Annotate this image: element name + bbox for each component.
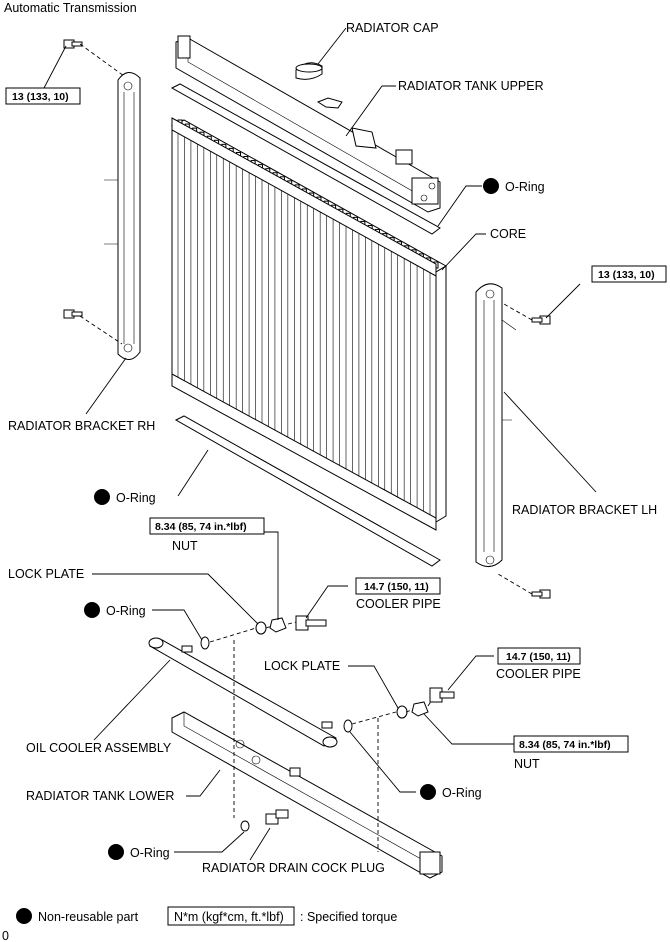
oil-cooler-assembly: [148, 637, 338, 748]
leader-cooler-pipe-right: [447, 655, 494, 691]
bracket-rh-bolt-dashes: [79, 43, 125, 345]
radiator-tank-upper: [175, 35, 441, 213]
figure-id: 0: [2, 929, 9, 942]
non-reusable-icon: [483, 178, 499, 194]
leader-o-ring-upper: [437, 185, 482, 227]
leader-core: [441, 233, 486, 271]
leader-o-ring-right: [349, 731, 416, 793]
radiator-bracket-rh: [104, 72, 141, 360]
diagram-title: Automatic Transmission: [4, 1, 137, 15]
torque-box-cooler-pipe-left: [355, 577, 441, 595]
torque-cooler-pipe-right: 14.7 (150, 11): [506, 651, 571, 663]
leader-radiator-bracket-rh: [85, 357, 127, 415]
o-ring-right-part: [343, 719, 353, 733]
leader-radiator-bracket-lh: [503, 391, 597, 493]
leader-oil-cooler-assembly: [93, 659, 171, 741]
non-reusable-icon: [420, 784, 436, 800]
label-o-ring-upper: O-Ring: [505, 180, 545, 194]
label-nut-left: NUT: [172, 539, 198, 553]
bracket-rh-bottom-bolt: [63, 309, 83, 319]
leader-bracket-rh-torque: [43, 45, 67, 89]
label-radiator-bracket-rh: RADIATOR BRACKET RH: [8, 419, 155, 433]
radiator-bracket-lh: [475, 283, 517, 567]
non-reusable-icon: [94, 489, 110, 505]
label-o-ring-left: O-Ring: [106, 604, 146, 618]
label-lock-plate-left: LOCK PLATE: [8, 567, 84, 581]
leader-nut-right: [423, 713, 516, 745]
leader-radiator-tank-lower: [186, 769, 221, 797]
non-reusable-icon: [84, 602, 100, 618]
label-cooler-pipe-left: COOLER PIPE: [356, 597, 441, 611]
radiator-cap: [295, 62, 323, 80]
torque-box-cooler-pipe-right: [497, 647, 581, 665]
legend-torque-units: N*m (kgf*cm, ft.*lbf): [174, 910, 284, 924]
torque-box-bracket-rh: [5, 87, 81, 105]
lock-plate-right: [396, 705, 408, 719]
upper-o-ring-strip: [170, 83, 441, 235]
legend-non-reusable-icon: [16, 908, 32, 924]
leader-lock-plate-right: [348, 665, 399, 709]
label-radiator-tank-lower: RADIATOR TANK LOWER: [26, 789, 174, 803]
radiator-core: [170, 117, 447, 531]
label-cooler-pipe-right: COOLER PIPE: [496, 667, 581, 681]
leader-radiator-drain-cock-plug: [249, 827, 271, 861]
torque-cooler-pipe-left: 14.7 (150, 11): [364, 581, 429, 593]
legend-specified-torque: : Specified torque: [300, 910, 397, 924]
label-radiator-bracket-lh: RADIATOR BRACKET LH: [512, 503, 657, 517]
nut-left-part: [269, 617, 287, 633]
leader-lock-plate-left: [92, 573, 259, 625]
label-core: CORE: [490, 227, 526, 241]
right-pipe-dashes: [351, 699, 433, 725]
torque-bracket-rh: 13 (133, 10): [12, 91, 69, 103]
leader-radiator-cap: [317, 27, 347, 65]
label-radiator-cap: RADIATOR CAP: [346, 21, 439, 35]
leader-o-ring-drain: [174, 831, 245, 853]
torque-bracket-lh: 13 (133, 10): [598, 269, 655, 281]
label-radiator-tank-upper: RADIATOR TANK UPPER: [398, 79, 544, 93]
radiator-drain-cock-plug-part: [265, 809, 289, 825]
left-pipe-dashes: [209, 621, 297, 643]
label-o-ring-lower: O-Ring: [116, 491, 156, 505]
torque-box-nut-right: [513, 735, 629, 753]
torque-nut-right: 8.34 (85, 74 in.*lbf): [519, 739, 611, 751]
lower-o-ring-strip: [174, 415, 441, 567]
torque-box-nut-left: [149, 517, 265, 535]
o-ring-left-part: [200, 636, 210, 650]
legend-non-reusable: Non-reusable part: [38, 910, 139, 924]
leader-bracket-lh-torque: [545, 283, 581, 319]
legend-torque-box: [167, 906, 295, 926]
left-vertical-dash: [233, 640, 249, 827]
label-oil-cooler-assembly: OIL COOLER ASSEMBLY: [26, 741, 172, 755]
torque-nut-left: 8.34 (85, 74 in.*lbf): [155, 521, 247, 533]
bracket-rh-top-bolt: [63, 39, 83, 49]
leader-cooler-pipe-left: [305, 585, 348, 619]
label-o-ring-drain: O-Ring: [130, 846, 170, 860]
cooler-pipe-left-part: [295, 615, 327, 631]
o-ring-drain-part: [240, 820, 250, 832]
leader-o-ring-lower: [177, 449, 209, 497]
bracket-lh-bottom-bolt: [531, 589, 551, 599]
cooler-pipe-right-part: [429, 687, 455, 703]
label-lock-plate-right: LOCK PLATE: [264, 659, 340, 673]
leader-o-ring-left: [152, 609, 203, 641]
leader-nut-left: [264, 531, 279, 620]
non-reusable-icon: [108, 844, 124, 860]
radiator-tank-lower: [171, 711, 443, 879]
label-radiator-drain-cock-plug: RADIATOR DRAIN COCK PLUG: [202, 861, 385, 875]
bracket-lh-bolt-dashes: [497, 303, 533, 595]
label-o-ring-right: O-Ring: [442, 786, 482, 800]
nut-right-part: [411, 701, 429, 717]
label-nut-right: NUT: [514, 757, 540, 771]
leader-radiator-tank-upper: [345, 85, 396, 137]
torque-box-bracket-lh: [591, 265, 667, 283]
